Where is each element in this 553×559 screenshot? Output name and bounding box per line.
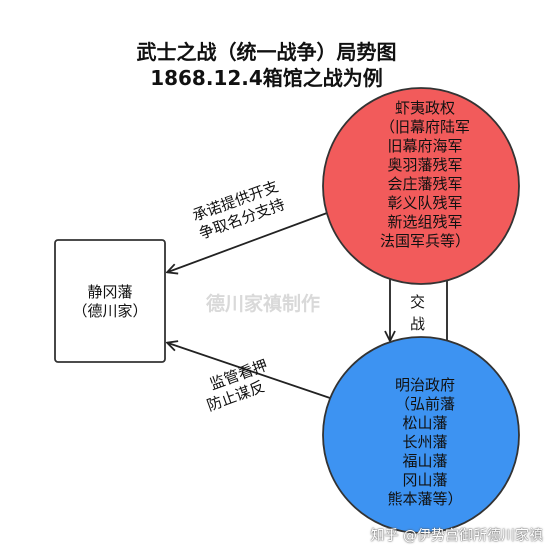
meiji-line: 冈山藩 xyxy=(402,471,448,489)
ezo-line: 奥羽藩残军 xyxy=(387,156,463,174)
edge-ezo-to-shizuoka xyxy=(168,212,328,272)
ezo-line: 旧幕府海军 xyxy=(387,137,463,155)
watermark: 德川家禛制作 xyxy=(206,293,321,315)
ezo-line: 新选组残军 xyxy=(387,213,463,231)
meiji-government-text: 明治政府 （弘前藩 松山藩 长州藩 福山藩 冈山藩 熊本藩等） xyxy=(350,376,500,509)
battle-line: 战 xyxy=(410,315,426,333)
meiji-line: 福山藩 xyxy=(402,452,448,470)
ezo-regime-text: 虾夷政权 （旧幕府陆军 旧幕府海军 奥羽藩残军 会庄藩残军 彰义队残军 新选组残… xyxy=(350,99,500,251)
meiji-line: 松山藩 xyxy=(402,414,448,432)
meiji-line: 熊本藩等） xyxy=(387,490,463,508)
ezo-line: 会庄藩残军 xyxy=(387,175,463,193)
ezo-line: 虾夷政权 xyxy=(394,99,455,117)
edge-label-battle: 交 战 xyxy=(410,293,425,334)
footer-credit: 知乎 @伊势宫御所德川家禛 xyxy=(370,528,543,544)
shizuoka-line: （德川家） xyxy=(72,302,148,320)
node-ezo-regime xyxy=(322,87,520,285)
meiji-line: 长州藩 xyxy=(402,433,448,451)
ezo-line: 彰义队残军 xyxy=(387,194,463,212)
node-meiji-government xyxy=(322,336,520,534)
ezo-line: （旧幕府陆军 xyxy=(379,118,470,136)
diagram-title-line2: 1868.12.4箱馆之战为例 xyxy=(150,66,383,90)
ezo-line: 法国军兵等） xyxy=(379,232,470,250)
shizuoka-domain-text: 静冈藩 （德川家） xyxy=(55,283,165,321)
edge-meiji-to-shizuoka xyxy=(168,343,331,399)
diagram-title-line1: 武士之战（统一战争）局势图 xyxy=(136,40,397,64)
meiji-line: （弘前藩 xyxy=(394,395,455,413)
battle-line: 交 xyxy=(410,293,426,311)
node-shizuoka-domain xyxy=(54,239,166,363)
shizuoka-line: 静冈藩 xyxy=(87,283,133,301)
meiji-line: 明治政府 xyxy=(394,376,455,394)
